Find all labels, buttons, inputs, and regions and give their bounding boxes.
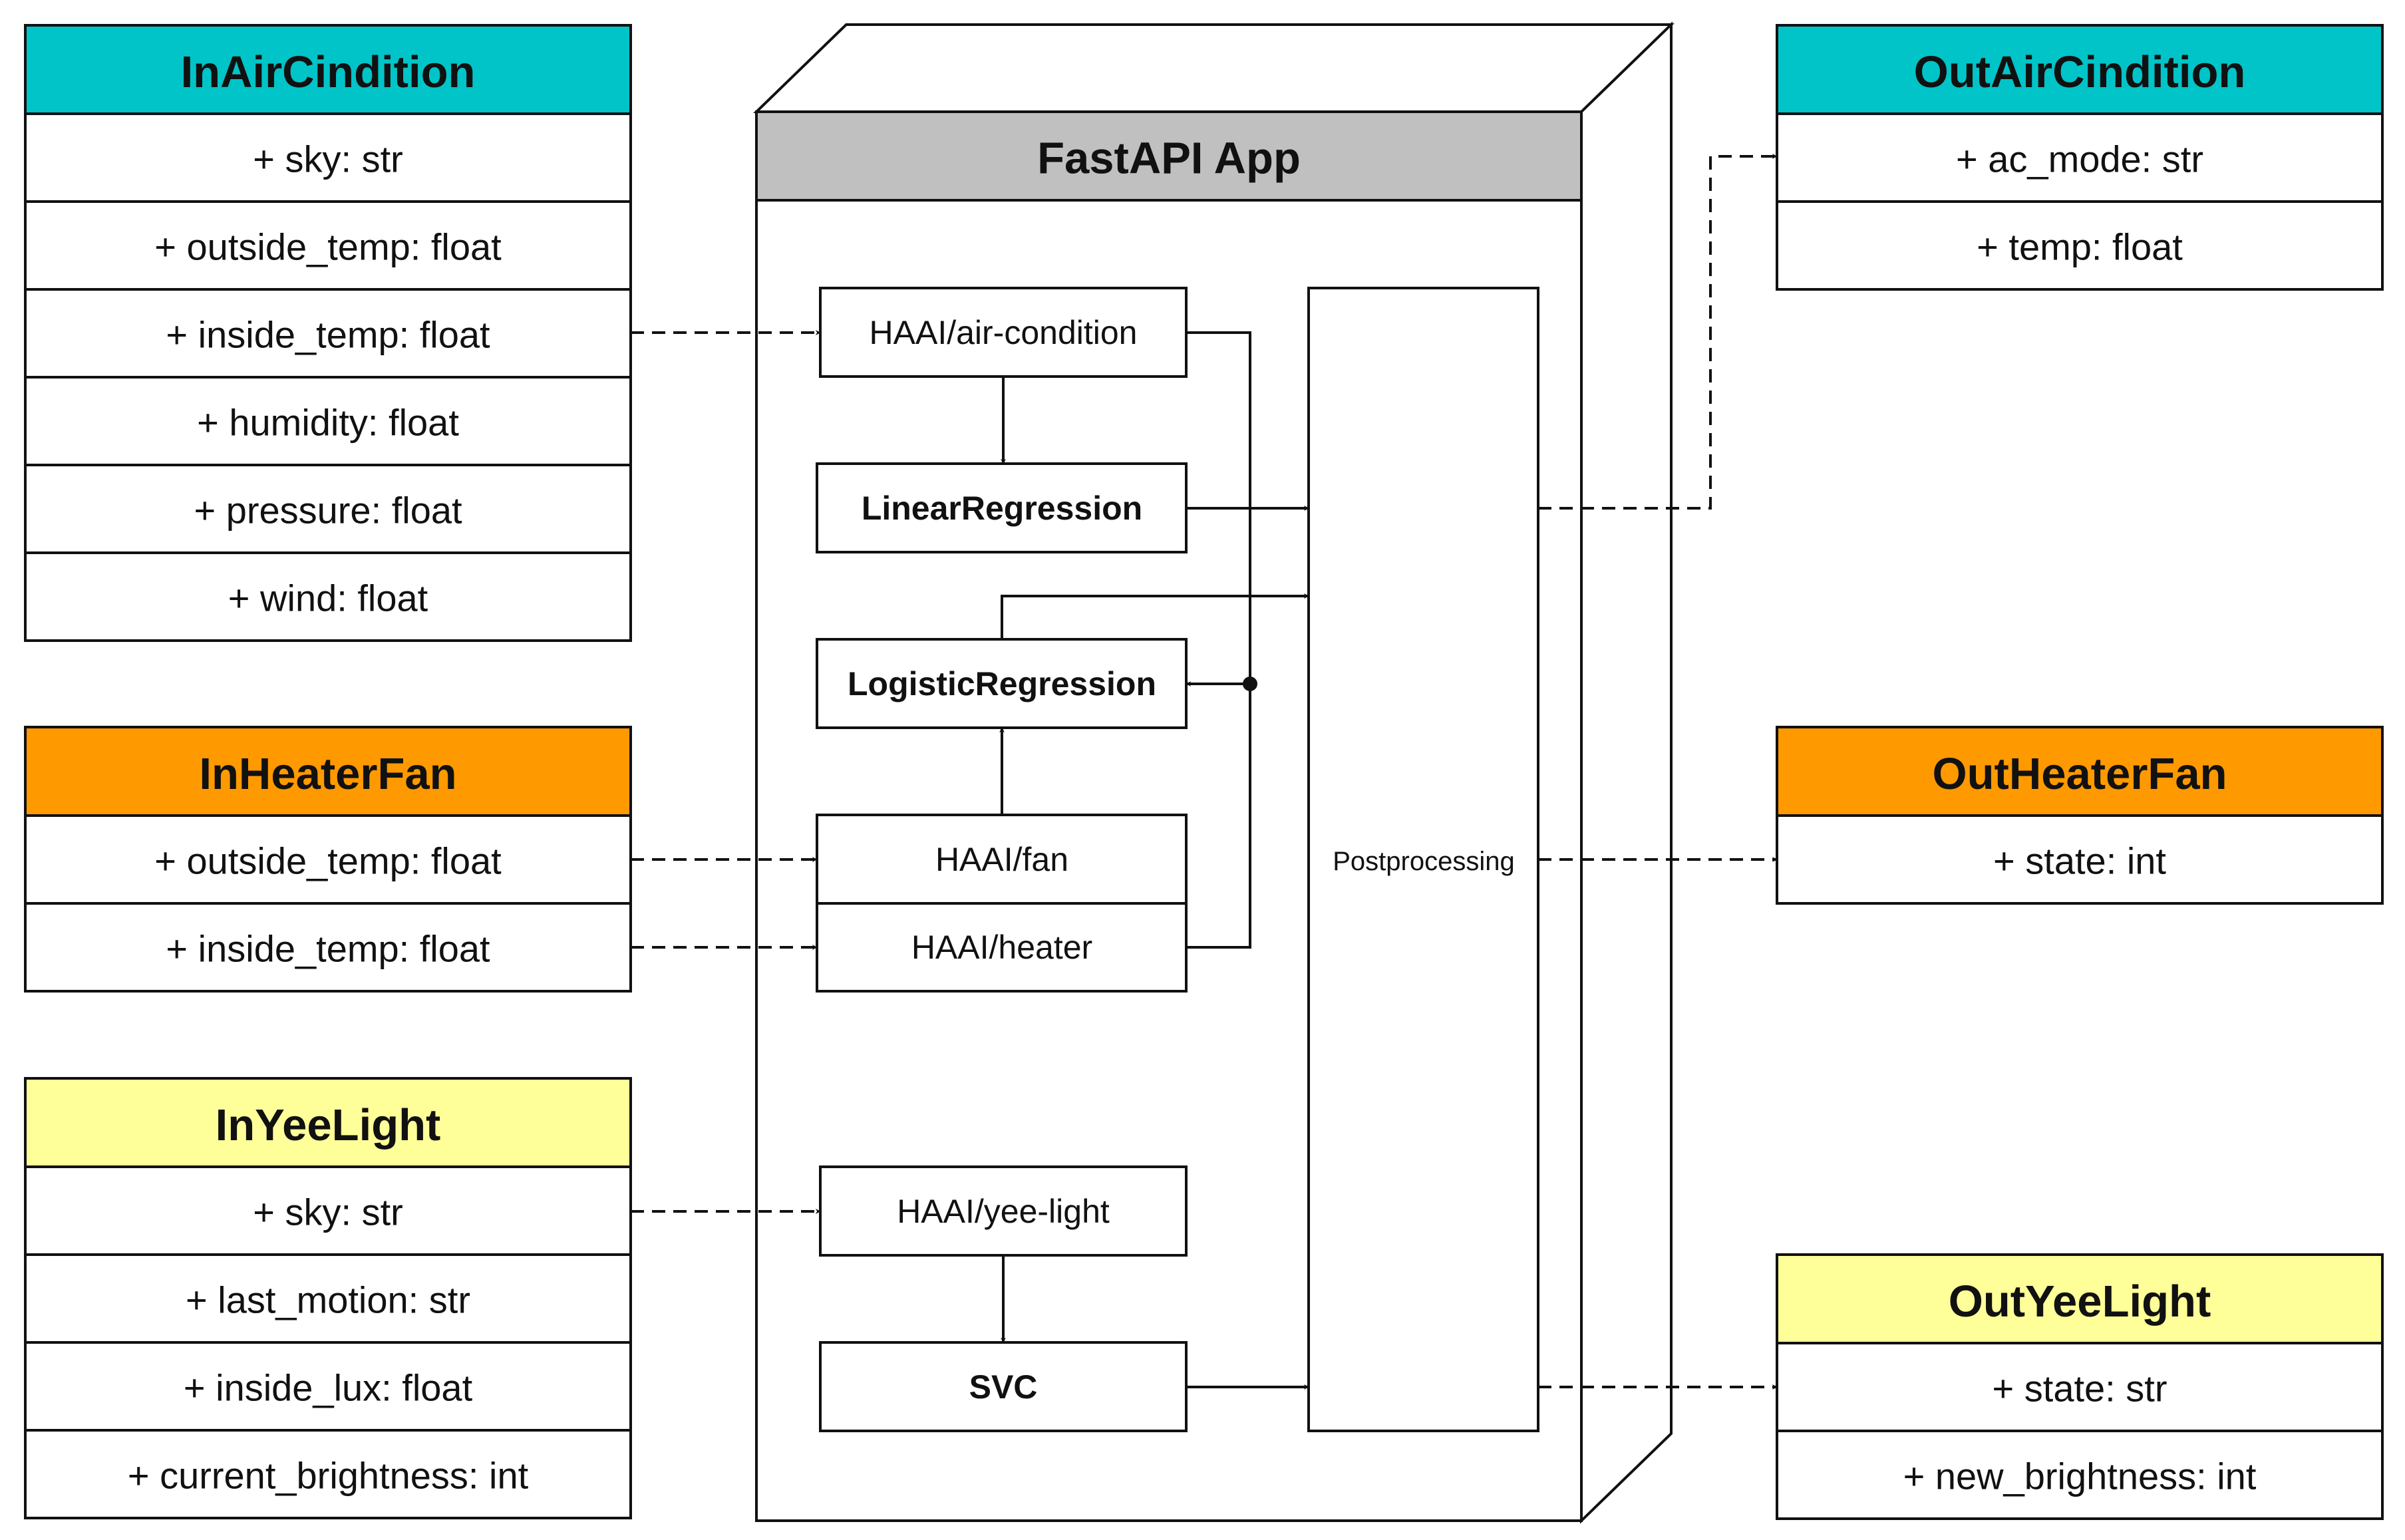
- input-classes: InAirCindition + sky: str + outside_temp: …: [24, 24, 632, 1519]
- field-text: + sky: str: [253, 1191, 403, 1233]
- app-box-top-face: [753, 23, 1675, 113]
- field-text: + outside_temp: float: [154, 840, 502, 882]
- class-in-light[interactable]: InYeeLight + sky: str + last_motion: str + …: [24, 1077, 632, 1519]
- model-logistic-regression-label: LogisticRegression: [848, 665, 1156, 702]
- endpoint-yee-light[interactable]: HAAI/yee-light: [819, 1165, 1188, 1257]
- class-header: [1776, 726, 2384, 817]
- field-text: + temp: float: [1977, 226, 2183, 268]
- postprocessing-label: Postprocessing: [1333, 847, 1514, 876]
- field-text: + inside_temp: float: [166, 928, 490, 970]
- app-title: FastAPI App: [1037, 134, 1301, 184]
- class-title: InAirCindition: [181, 47, 476, 97]
- endpoint-fan[interactable]: HAAI/fan: [816, 814, 1188, 905]
- field-row: [24, 1341, 632, 1432]
- model-linear-regression-label: LinearRegression: [862, 490, 1142, 527]
- field-row: [24, 112, 632, 203]
- endpoint-heater[interactable]: HAAI/heater: [816, 902, 1188, 993]
- class-title: OutYeeLight: [1949, 1277, 2211, 1326]
- field-row: [1776, 1430, 2384, 1520]
- model-logistic-regression-box: [816, 638, 1188, 729]
- class-title: OutAirCindition: [1914, 47, 2246, 97]
- endpoint-air-condition-label: HAAI/air-condition: [870, 314, 1138, 351]
- field-row: [1776, 200, 2384, 291]
- junction-dot: [1243, 677, 1257, 691]
- class-title: OutHeaterFan: [1932, 749, 2227, 799]
- field-row: [1776, 112, 2384, 203]
- class-header: [24, 24, 632, 115]
- endpoint-air-condition[interactable]: HAAI/air-condition: [819, 287, 1188, 378]
- field-text: + pressure: float: [194, 490, 462, 532]
- field-text: + state: str: [1993, 1368, 2167, 1410]
- field-row: [24, 551, 632, 642]
- class-out-light[interactable]: OutYeeLight + state: str + new_brightness:…: [1776, 1253, 2384, 1520]
- field-text: + ac_mode: str: [1956, 138, 2203, 180]
- postprocessing-to-out-air-arrow: [1538, 154, 1778, 510]
- field-text: + inside_lux: float: [184, 1367, 473, 1409]
- field-text: + outside_temp: float: [154, 226, 502, 268]
- field-row: [24, 376, 632, 466]
- app-box-side-face: [1580, 21, 1673, 1524]
- class-in-air[interactable]: InAirCindition + sky: str + outside_temp: …: [24, 24, 632, 642]
- model-svc[interactable]: SVC: [819, 1341, 1188, 1432]
- class-out-air[interactable]: OutAirCindition + ac_mode: str + temp: flo…: [1776, 24, 2384, 291]
- class-header: [1776, 1253, 2384, 1344]
- model-svc-label: SVC: [969, 1368, 1038, 1406]
- class-title: InYeeLight: [216, 1100, 441, 1150]
- model-svc-box: [819, 1341, 1188, 1432]
- field-row: [24, 1429, 632, 1519]
- field-row: [24, 200, 632, 291]
- field-text: + inside_temp: float: [166, 314, 490, 356]
- air-heater-bus-line: [1186, 331, 1251, 949]
- field-text: + new_brightness: int: [1903, 1456, 2257, 1497]
- field-text: + humidity: float: [197, 402, 459, 444]
- field-row: [24, 902, 632, 993]
- internal-connectors: [999, 331, 1309, 1390]
- field-row: [1776, 814, 2384, 905]
- field-text: + last_motion: str: [186, 1279, 470, 1321]
- class-header: [24, 1077, 632, 1168]
- app-header: [755, 110, 1583, 202]
- model-linear-regression[interactable]: LinearRegression: [816, 462, 1188, 553]
- field-row: [24, 1253, 632, 1344]
- class-in-heater[interactable]: InHeaterFan + outside_temp: float + inside…: [24, 726, 632, 993]
- class-out-heater[interactable]: OutHeaterFan + state: int: [1776, 726, 2384, 905]
- postprocessing[interactable]: Postprocessing: [1307, 287, 1539, 1432]
- logistic-to-postprocessing-arrow: [1001, 593, 1309, 639]
- endpoint-heater-label: HAAI/heater: [911, 929, 1092, 966]
- class-title: InHeaterFan: [199, 749, 456, 799]
- field-text: + state: int: [1993, 840, 2166, 882]
- field-text: + sky: str: [253, 138, 403, 180]
- model-logistic-regression[interactable]: LogisticRegression: [816, 638, 1188, 729]
- endpoint-yee-light-label: HAAI/yee-light: [897, 1193, 1110, 1230]
- field-text: + wind: float: [228, 577, 428, 619]
- endpoint-fan-label: HAAI/fan: [935, 841, 1068, 878]
- class-header: [24, 726, 632, 817]
- output-classes: OutAirCindition + ac_mode: str + temp: flo…: [1776, 24, 2384, 1520]
- dataflow-connectors: [631, 154, 1778, 1390]
- model-linear-regression-box: [816, 462, 1188, 553]
- class-header: [1776, 24, 2384, 115]
- postprocessing-box: [1307, 287, 1539, 1432]
- field-row: [1776, 1342, 2384, 1432]
- field-text: + current_brightness: int: [128, 1455, 529, 1497]
